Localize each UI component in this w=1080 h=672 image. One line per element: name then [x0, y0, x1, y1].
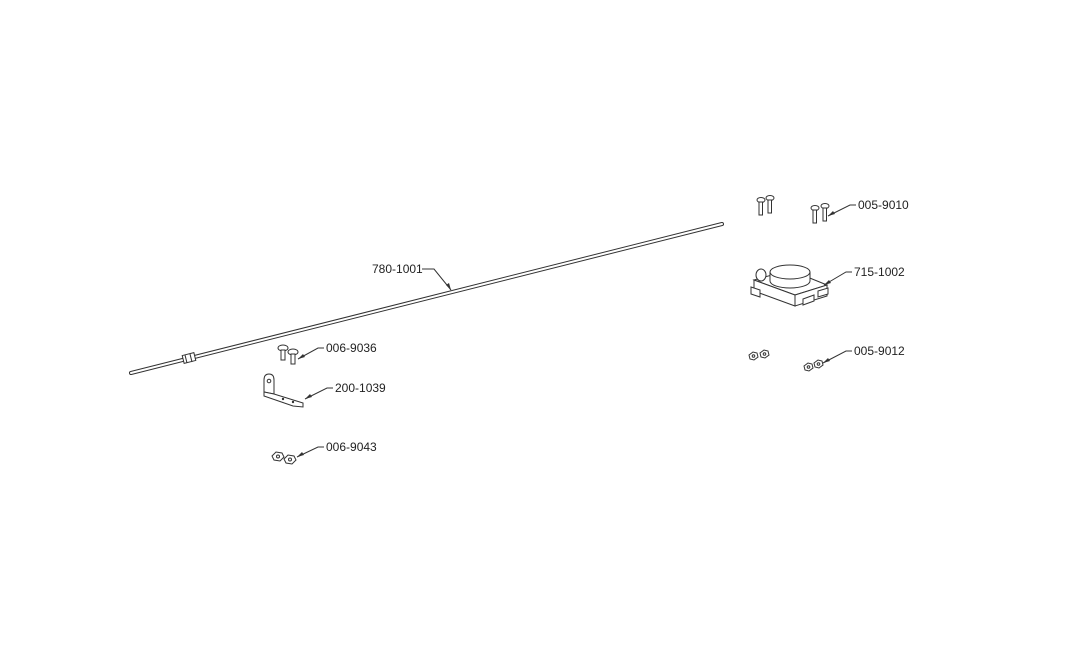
nuts-right-label: 005-9012	[854, 344, 905, 358]
nuts-right-part	[748, 349, 824, 372]
screws-right-part	[756, 195, 830, 224]
screws-left-leader	[297, 347, 324, 360]
rod-leader	[422, 268, 452, 291]
screws-right-leader	[827, 204, 856, 217]
bracket-leader	[304, 387, 333, 400]
housing-leader	[823, 271, 852, 286]
rod-label: 780-1001	[372, 262, 423, 276]
nuts-left-leader	[296, 446, 324, 458]
bracket-part	[263, 373, 304, 408]
rod-part	[129, 222, 724, 375]
nuts-right-leader	[822, 350, 852, 364]
housing-part	[750, 264, 829, 307]
nuts-left-label: 006-9043	[326, 440, 377, 454]
screws-left-label: 006-9036	[326, 341, 377, 355]
bracket-label: 200-1039	[335, 381, 386, 395]
screws-right-label: 005-9010	[858, 198, 909, 212]
nuts-left-part	[271, 451, 297, 465]
screws-left-part	[277, 344, 299, 365]
housing-label: 715-1002	[854, 265, 905, 279]
